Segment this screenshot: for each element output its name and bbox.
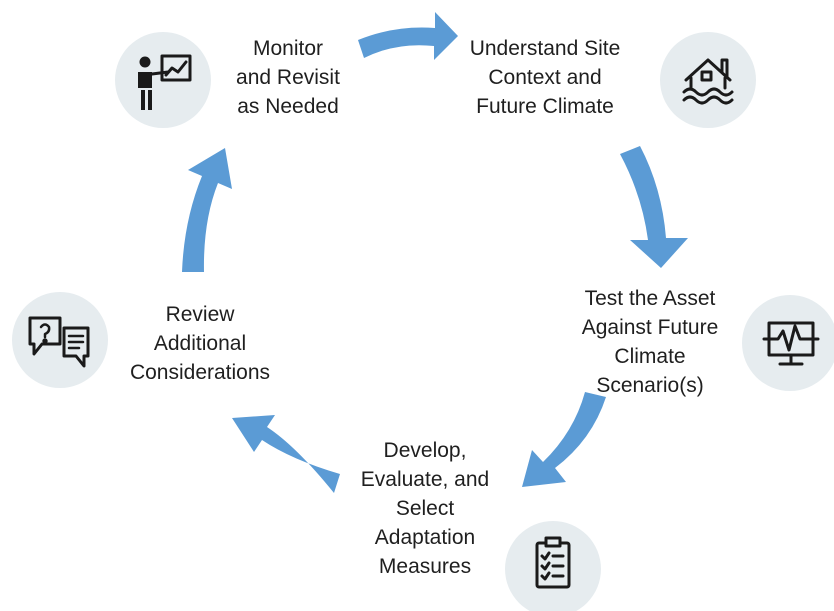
label-line: Considerations	[129, 361, 271, 384]
label-line: Future Climate	[476, 95, 614, 118]
label-line: Test the Asset	[584, 287, 716, 310]
label-line: and Revisit	[236, 66, 340, 89]
label-line: Understand Site	[469, 37, 621, 60]
label-line: Evaluate, and	[360, 468, 490, 491]
monitor-heartbeat-icon	[762, 321, 820, 366]
label-line: Develop,	[383, 439, 467, 462]
arrow-understand-to-test	[620, 146, 688, 268]
label-line: Adaptation	[374, 526, 476, 549]
label-line: Select	[395, 497, 455, 520]
step-label-test: Test the Asset Against Future Climate Sc…	[550, 284, 750, 400]
label-line: Monitor	[252, 37, 324, 60]
arrow-test-to-develop	[522, 392, 606, 487]
cycle-arrows	[182, 12, 688, 493]
step-label-monitor: Monitor and Revisit as Needed	[208, 34, 368, 121]
step-label-develop: Develop, Evaluate, and Select Adaptation…	[325, 436, 525, 581]
arrow-review-to-monitor	[182, 148, 232, 272]
step-label-review: Review Additional Considerations	[110, 300, 290, 387]
label-line: Context and	[488, 66, 602, 89]
label-line: Against Future	[581, 316, 719, 339]
step-label-understand: Understand Site Context and Future Clima…	[445, 34, 645, 121]
arrow-monitor-to-understand	[358, 12, 458, 60]
label-line: Review	[165, 303, 235, 326]
label-line: Climate	[614, 345, 686, 368]
label-line: Measures	[378, 555, 472, 578]
label-line: as Needed	[237, 95, 339, 118]
label-line: Additional	[153, 332, 247, 355]
presenter-chart-icon	[138, 54, 192, 110]
clipboard-checklist-icon	[535, 536, 571, 589]
speech-bubbles-icon	[28, 316, 90, 368]
arrow-develop-to-review	[232, 415, 340, 493]
flooded-house-icon	[682, 58, 734, 105]
label-line: Scenario(s)	[596, 374, 704, 397]
